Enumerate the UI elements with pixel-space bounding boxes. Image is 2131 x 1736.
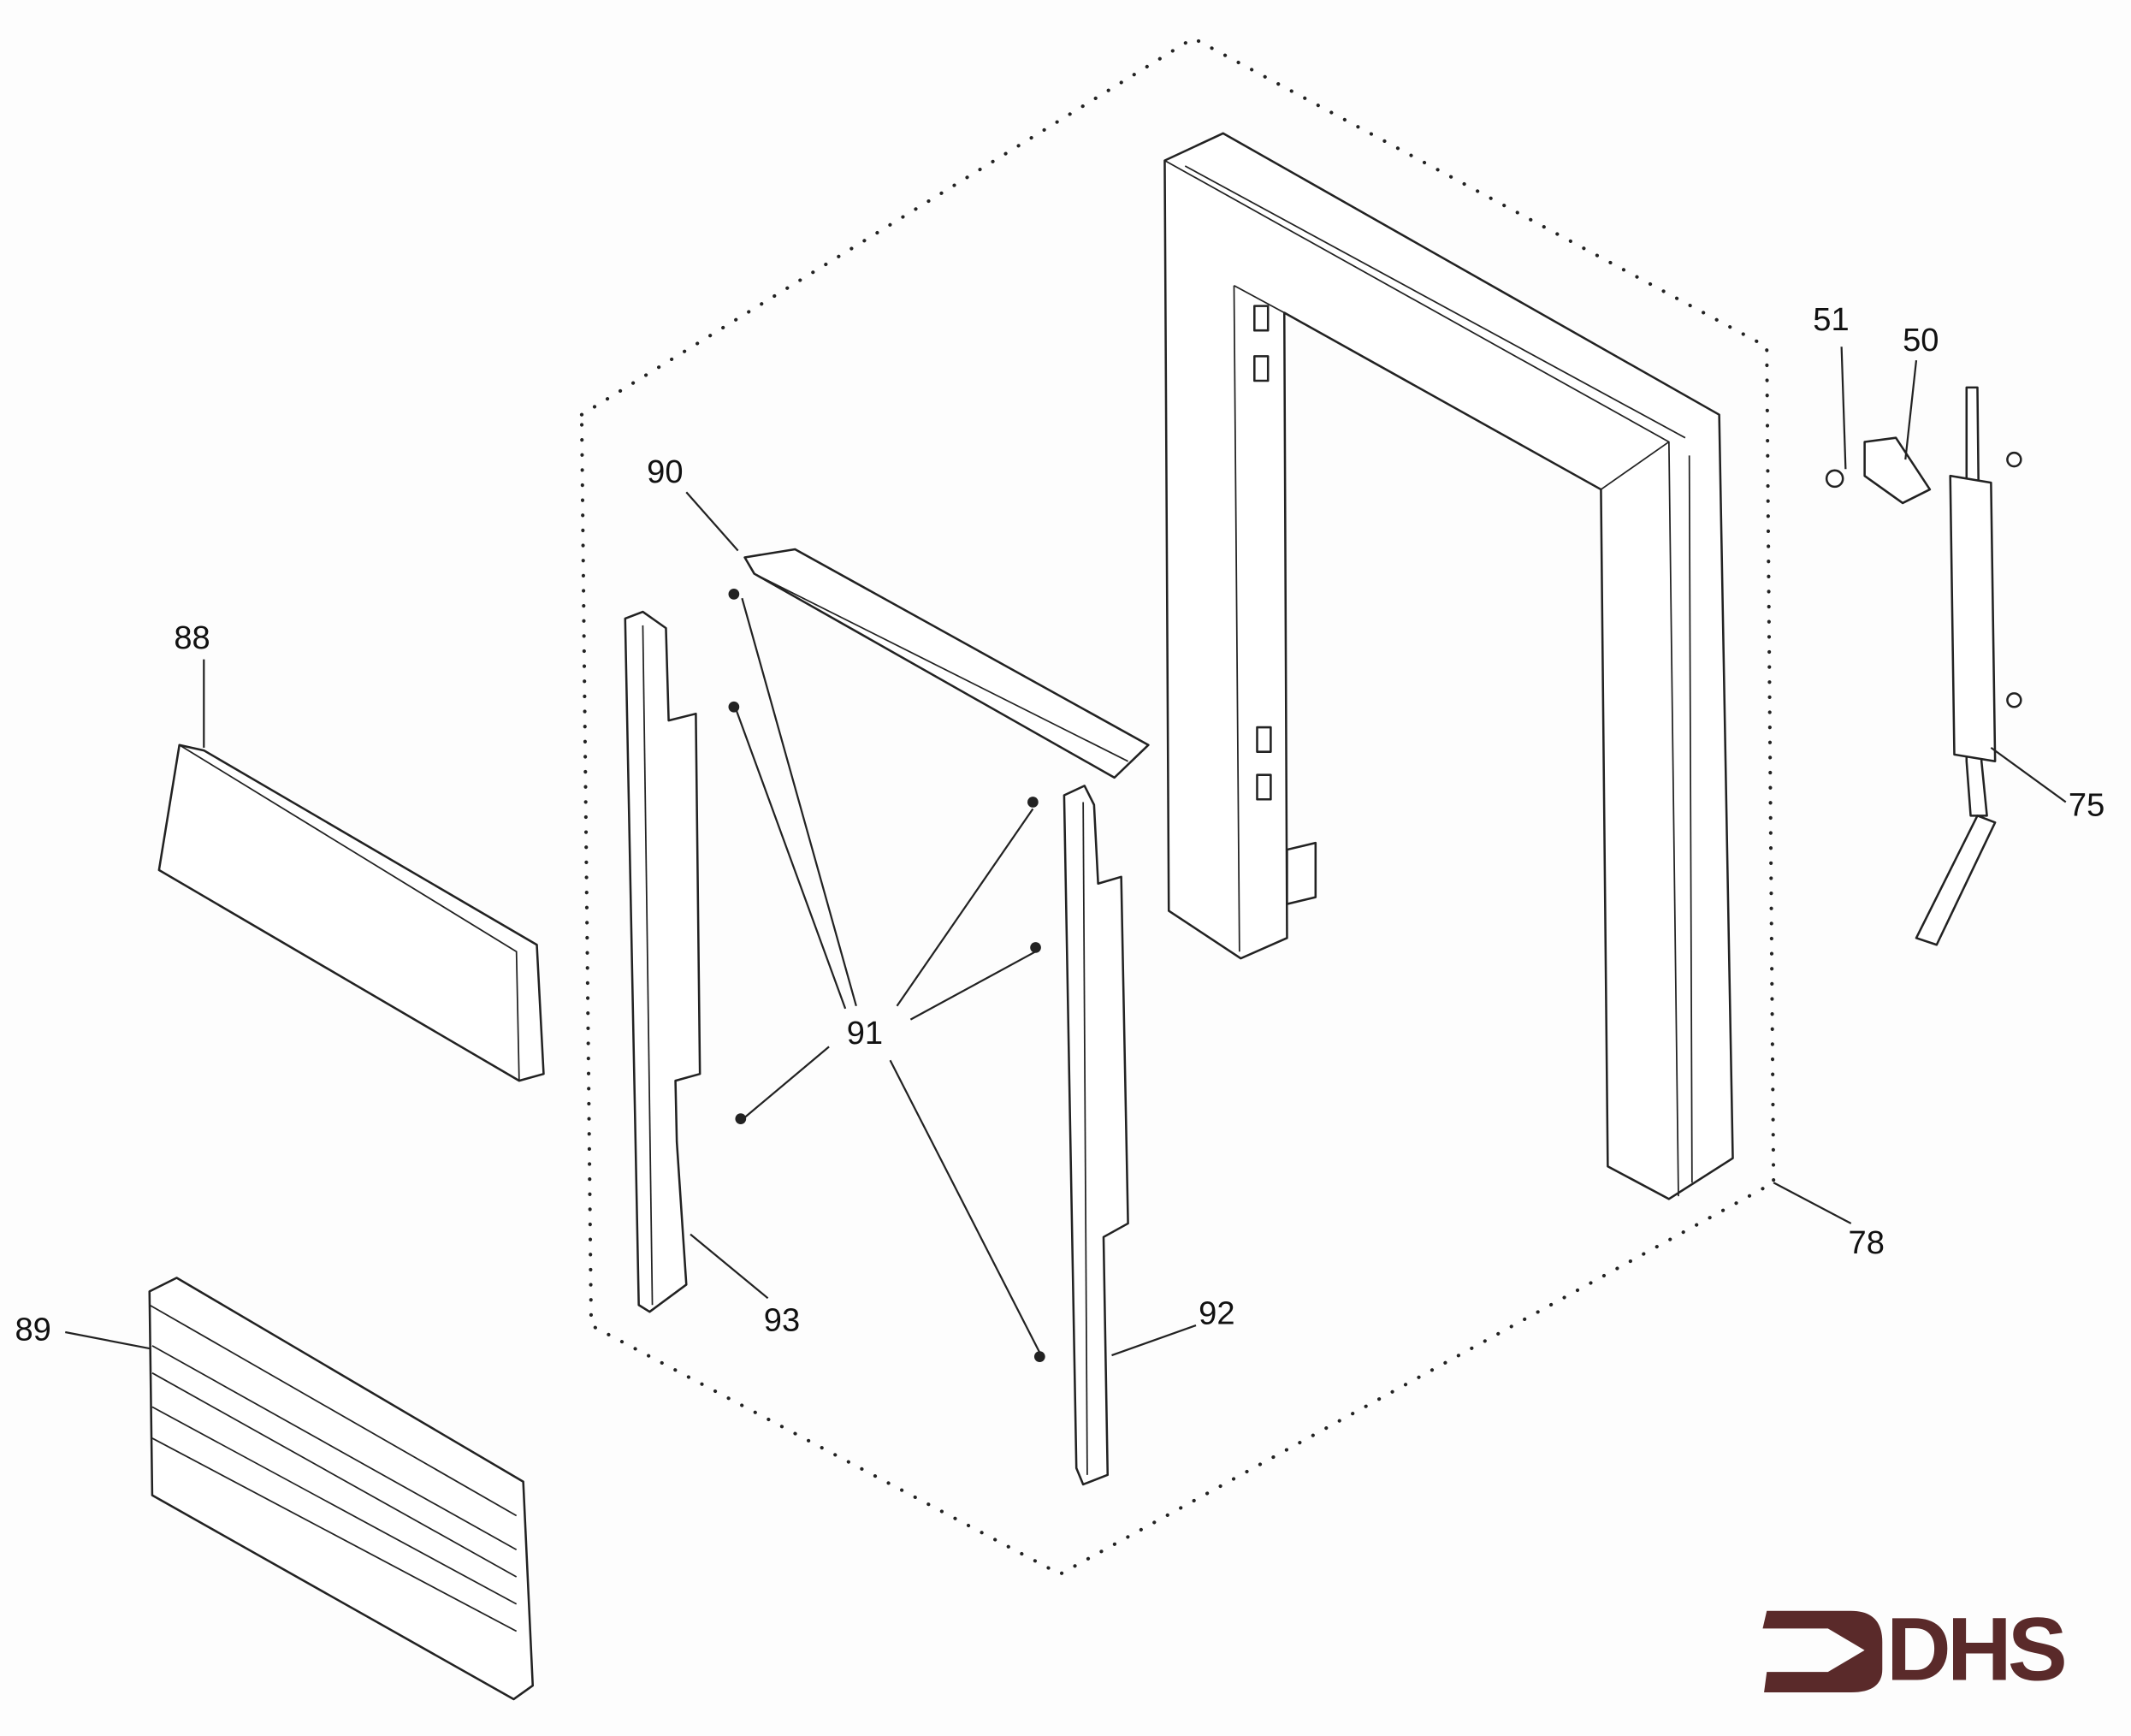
leader-lines <box>65 347 2067 1357</box>
arrow-logo-mark <box>1762 1610 1883 1693</box>
callout-89: 89 <box>15 1312 50 1348</box>
callout-78: 78 <box>1849 1224 1885 1261</box>
callout-50: 50 <box>1903 322 1939 358</box>
callout-51: 51 <box>1813 301 1849 338</box>
callout-75: 75 <box>2069 786 2104 823</box>
door-frame <box>1163 132 1734 1200</box>
part-90-top-strip <box>743 548 1150 779</box>
latch-assembly-75 <box>1825 386 2022 946</box>
screws-91 <box>728 589 1045 1362</box>
callout-90: 90 <box>647 453 683 490</box>
dhs-logo: DHS <box>1762 1600 2069 1700</box>
part-92-right-upright <box>1063 785 1129 1486</box>
part-93-left-upright <box>624 610 701 1313</box>
callout-91: 91 <box>847 1015 883 1052</box>
logo-text: DHS <box>1886 1600 2064 1700</box>
callout-93: 93 <box>764 1301 800 1338</box>
part-89-lower-panel <box>148 1277 535 1701</box>
callout-92: 92 <box>1199 1295 1234 1331</box>
callout-88: 88 <box>174 619 210 656</box>
part-88-panel <box>157 744 545 1082</box>
